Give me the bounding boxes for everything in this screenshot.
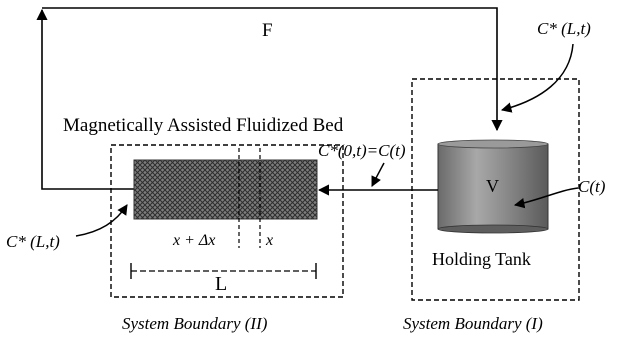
c-star-0-leader bbox=[371, 162, 385, 187]
holding-tank-label: Holding Tank bbox=[432, 249, 531, 269]
c-star-L-left-leader bbox=[75, 204, 128, 237]
flow-label: F bbox=[262, 20, 273, 41]
tank-volume-label: V bbox=[486, 176, 499, 196]
length-label: L bbox=[215, 273, 227, 295]
recycle-flow-line bbox=[36, 8, 134, 190]
c-star-L-top-leader bbox=[500, 43, 574, 113]
x-plus-dx-label: x + Δx bbox=[172, 232, 215, 249]
c-star-0-label: C*(0,t)=C(t) bbox=[318, 141, 406, 160]
c-t-leader bbox=[513, 187, 579, 209]
fluidized-bed-column bbox=[133, 159, 318, 220]
x-label: x bbox=[265, 232, 273, 249]
c-t-label: C(t) bbox=[578, 177, 606, 196]
system-boundary-i-label: System Boundary (I) bbox=[403, 314, 543, 333]
c-star-L-top-label: C* (L,t) bbox=[537, 19, 591, 38]
holding-tank-top bbox=[437, 139, 549, 149]
system-boundary-ii-box bbox=[110, 144, 344, 298]
system-boundary-ii-label: System Boundary (II) bbox=[122, 314, 268, 333]
recycle-top-line bbox=[42, 7, 503, 132]
c-star-L-left-label: C* (L,t) bbox=[6, 232, 60, 251]
bed-title: Magnetically Assisted Fluidized Bed bbox=[63, 115, 344, 136]
holding-tank-bottom bbox=[437, 224, 549, 234]
